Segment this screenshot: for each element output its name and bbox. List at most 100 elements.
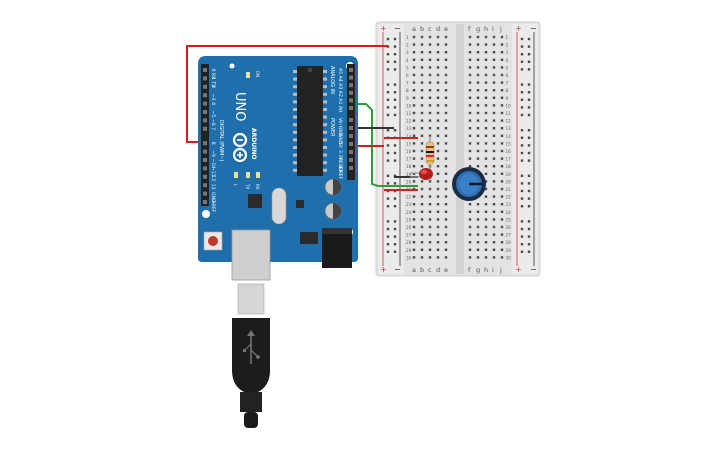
digital-pin[interactable] [203, 126, 207, 131]
rail-hole [393, 197, 397, 200]
row-number-left: 16 [406, 149, 412, 154]
digital-pin[interactable] [203, 76, 207, 81]
digital-pin[interactable] [203, 191, 207, 196]
breadboard-hole [484, 43, 488, 46]
breadboard-hole [420, 233, 424, 236]
analog-pin[interactable] [349, 83, 353, 88]
rail-hole [386, 113, 390, 117]
digital-pin[interactable] [203, 141, 207, 146]
digital-pin[interactable] [203, 183, 207, 188]
breadboard-hole [444, 58, 448, 61]
breadboard-hole [436, 218, 440, 221]
breadboard-hole [484, 233, 488, 236]
row-number-right: 15 [506, 141, 512, 146]
breadboard-hole [436, 127, 440, 130]
breadboard-hole [492, 89, 496, 92]
breadboard-hole [420, 96, 424, 99]
breadboard-hole [500, 134, 504, 137]
breadboard-hole [484, 89, 488, 92]
analog-pin[interactable] [349, 106, 353, 110]
breadboard-hole [420, 73, 424, 77]
power-pin-label: 3.3V [337, 150, 343, 160]
rail-plus-bottom-right: + [515, 265, 522, 274]
breadboard-hole [500, 187, 504, 191]
analog-pin[interactable] [349, 98, 353, 103]
power-pin[interactable] [349, 126, 353, 130]
breadboard-hole [420, 58, 424, 61]
atmega-chip [293, 66, 327, 176]
rail-hole [527, 45, 531, 48]
breadboard-hole [412, 256, 416, 259]
breadboard-hole [500, 248, 504, 251]
digital-pin[interactable] [203, 149, 207, 154]
analog-pin[interactable] [349, 75, 353, 80]
breadboard-hole [500, 203, 504, 206]
regulator [300, 232, 318, 244]
rail-hole [520, 45, 524, 48]
breadboard-hole [492, 172, 496, 175]
breadboard-hole [468, 73, 472, 77]
breadboard-hole [484, 73, 488, 77]
rail-hole [527, 106, 531, 109]
breadboard-hole [420, 35, 424, 39]
digital-pin[interactable] [203, 101, 207, 106]
rail-hole [520, 37, 524, 41]
breadboard-hole [412, 96, 416, 99]
rail-hole [386, 83, 390, 86]
digital-pin[interactable] [203, 68, 207, 72]
rail-hole [520, 98, 524, 101]
breadboard-hole [500, 119, 504, 122]
led[interactable] [410, 168, 433, 180]
power-pin[interactable] [349, 134, 353, 138]
breadboard-hole [436, 210, 440, 213]
breadboard-hole [428, 203, 432, 206]
potentiometer[interactable] [452, 167, 486, 201]
breadboard-hole [492, 256, 496, 259]
digital-pin-label: 8 [210, 142, 216, 145]
power-pin[interactable] [349, 158, 353, 162]
breadboard-hole [428, 210, 432, 213]
breadboard-hole [412, 218, 416, 221]
breadboard-hole [428, 134, 432, 137]
digital-pin[interactable] [203, 200, 207, 204]
breadboard-hole [444, 111, 448, 115]
breadboard-hole [476, 256, 480, 259]
power-pin[interactable] [349, 166, 353, 170]
rail-hole [520, 151, 524, 155]
digital-pin[interactable] [203, 166, 207, 171]
usb-cable [232, 283, 270, 428]
rx-led [256, 172, 260, 178]
digital-pin[interactable] [203, 118, 207, 123]
power-pin[interactable] [349, 142, 353, 146]
rail-hole [520, 144, 524, 147]
breadboard-hole [468, 210, 472, 213]
rail-hole [520, 91, 524, 94]
breadboard-hole [492, 225, 496, 229]
digital-pin[interactable] [203, 158, 207, 162]
breadboard-hole [484, 51, 488, 54]
breadboard-hole [428, 233, 432, 236]
digital-pin[interactable] [203, 93, 207, 98]
breadboard-hole [436, 43, 440, 46]
power-pin[interactable] [349, 118, 353, 122]
resistor[interactable] [425, 136, 435, 172]
breadboard-hole [436, 66, 440, 69]
row-number-left: 7 [406, 81, 409, 86]
row-number-left: 28 [406, 240, 412, 245]
digital-pin[interactable] [203, 110, 207, 114]
reset-button[interactable] [203, 231, 223, 251]
analog-pin[interactable] [349, 68, 353, 72]
row-number-right: 8 [506, 88, 509, 93]
analog-pin[interactable] [349, 90, 353, 95]
row-number-left: 1 [406, 35, 409, 40]
digital-pin[interactable] [203, 174, 207, 179]
rail-hole [527, 182, 531, 185]
breadboard-hole [468, 66, 472, 69]
power-pin[interactable] [349, 150, 353, 154]
breadboard-hole [484, 195, 488, 198]
digital-pin-label: 4 [210, 102, 216, 105]
breadboard-hole [492, 241, 496, 244]
column-letter-bottom: j [499, 266, 502, 274]
digital-pin[interactable] [203, 84, 207, 89]
